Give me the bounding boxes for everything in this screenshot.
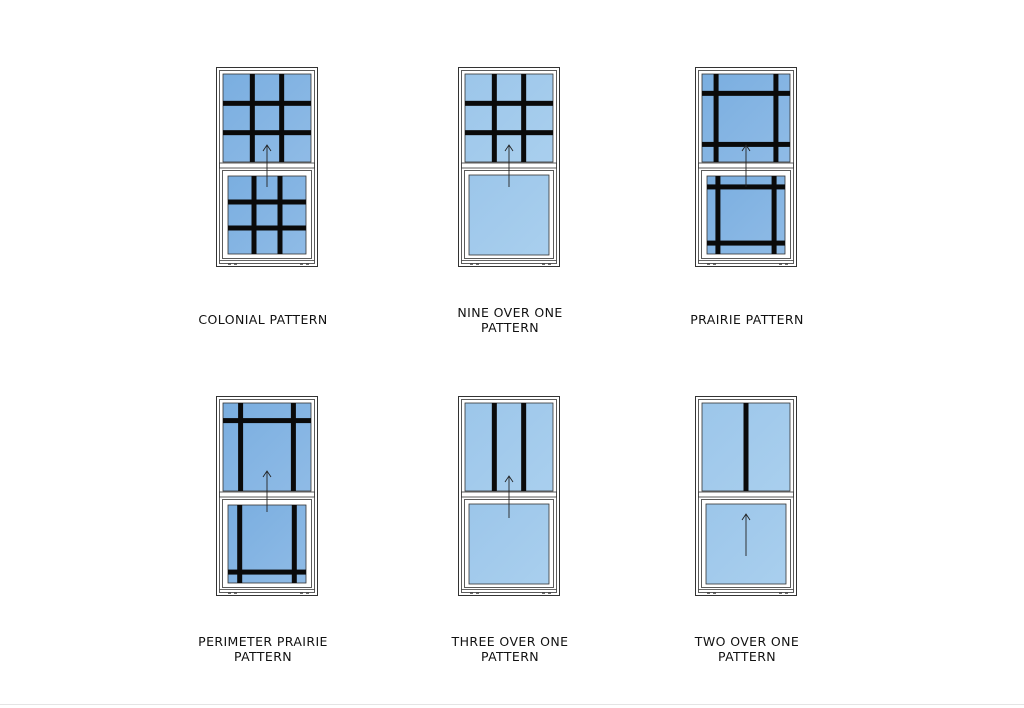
caption-three-over-one: THREE OVER ONE PATTERN — [400, 634, 620, 664]
meeting-rail — [698, 491, 794, 498]
weep-mark — [785, 263, 788, 265]
muntin-bar — [521, 74, 527, 162]
glass-pane — [468, 174, 550, 256]
caption-perimeter-prairie: PERIMETER PRAIRIE PATTERN — [153, 634, 373, 664]
weep-mark — [548, 263, 551, 265]
weep-mark — [785, 592, 788, 594]
muntin-bar — [743, 403, 749, 491]
caption-line: PATTERN — [480, 320, 540, 335]
window-drawing-three-over-one — [458, 396, 560, 596]
caption-line: TWO OVER ONE — [694, 634, 800, 649]
weep-mark — [548, 592, 551, 594]
window-colonial — [216, 67, 318, 267]
arrow-head — [741, 144, 751, 152]
weep-mark — [300, 592, 303, 594]
muntin-bar — [521, 403, 527, 491]
muntin-bar — [249, 74, 255, 162]
muntin-bar — [237, 505, 243, 583]
arrow-head — [504, 144, 514, 152]
muntin-bar — [228, 225, 306, 231]
window-three-over-one — [458, 396, 560, 596]
muntin-bar — [465, 100, 553, 106]
glass-pane — [227, 175, 307, 255]
weep-mark — [542, 592, 545, 594]
window-drawing-colonial — [216, 67, 318, 267]
caption-line: PATTERN — [233, 649, 293, 664]
muntin-bar — [491, 403, 497, 491]
caption-line: PERIMETER PRAIRIE — [198, 634, 328, 649]
muntin-bar — [771, 176, 777, 254]
weep-mark — [707, 592, 710, 594]
arrow-head — [262, 144, 272, 152]
caption-line: PATTERN — [480, 649, 540, 664]
weep-mark — [476, 592, 479, 594]
weep-mark — [470, 592, 473, 594]
window-drawing-nine-over-one — [458, 67, 560, 267]
caption-line: PRAIRIE PATTERN — [690, 312, 804, 327]
weep-mark — [306, 263, 309, 265]
muntin-bar — [223, 130, 311, 136]
caption-two-over-one: TWO OVER ONE PATTERN — [637, 634, 857, 664]
arrow-head — [504, 475, 514, 483]
weep-mark — [713, 263, 716, 265]
muntin-bar — [290, 403, 296, 491]
caption-nine-over-one: NINE OVER ONE PATTERN — [400, 305, 620, 335]
caption-line: NINE OVER ONE — [457, 305, 563, 320]
muntin-bar — [223, 100, 311, 106]
window-two-over-one — [695, 396, 797, 596]
weep-mark — [228, 263, 231, 265]
muntin-bar — [702, 90, 790, 96]
weep-mark — [300, 263, 303, 265]
weep-mark — [476, 263, 479, 265]
weep-mark — [779, 592, 782, 594]
caption-line: PATTERN — [717, 649, 777, 664]
caption-line: COLONIAL PATTERN — [198, 312, 328, 327]
weep-mark — [228, 592, 231, 594]
muntin-bar — [228, 569, 306, 575]
weep-mark — [470, 263, 473, 265]
muntin-bar — [238, 403, 244, 491]
muntin-bar — [713, 74, 719, 162]
muntin-bar — [773, 74, 779, 162]
weep-mark — [542, 263, 545, 265]
arrow-head — [741, 513, 751, 521]
window-prairie — [695, 67, 797, 267]
muntin-bar — [228, 199, 306, 205]
muntin-bar — [715, 176, 721, 254]
arrow-head — [262, 470, 272, 478]
window-perimeter-prairie — [216, 396, 318, 596]
bottom-divider — [0, 704, 1024, 705]
muntin-bar — [291, 505, 297, 583]
weep-mark — [713, 592, 716, 594]
muntin-bar — [277, 176, 283, 254]
caption-prairie: PRAIRIE PATTERN — [637, 312, 857, 327]
weep-mark — [779, 263, 782, 265]
muntin-bar — [465, 130, 553, 136]
window-drawing-perimeter-prairie — [216, 396, 318, 596]
muntin-bar — [491, 74, 497, 162]
weep-mark — [707, 263, 710, 265]
muntin-bar — [279, 74, 285, 162]
muntin-bar — [251, 176, 257, 254]
window-drawing-prairie — [695, 67, 797, 267]
weep-mark — [234, 263, 237, 265]
window-nine-over-one — [458, 67, 560, 267]
muntin-bar — [223, 418, 311, 424]
caption-colonial: COLONIAL PATTERN — [153, 312, 373, 327]
window-drawing-two-over-one — [695, 396, 797, 596]
muntin-bar — [707, 240, 785, 246]
caption-line: THREE OVER ONE — [451, 634, 569, 649]
weep-mark — [234, 592, 237, 594]
weep-mark — [306, 592, 309, 594]
